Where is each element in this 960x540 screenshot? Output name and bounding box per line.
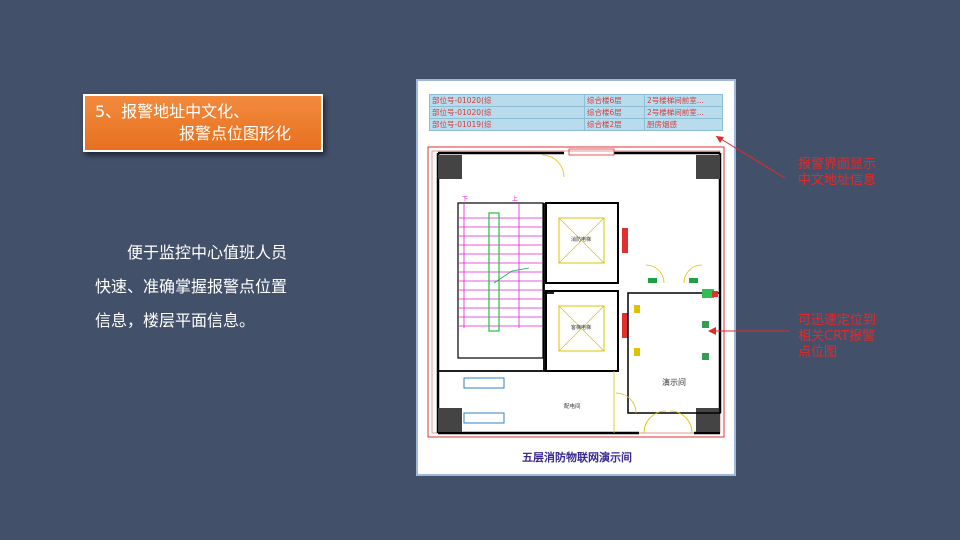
floor-plan-panel: 部位号-01020(综 综合楼6层 2号楼梯间前室... 部位号-01020(综…	[416, 79, 736, 476]
stair-treads	[458, 203, 542, 328]
device-icon	[634, 305, 640, 313]
column	[438, 155, 462, 179]
device-icon	[648, 278, 657, 283]
arrow-head-bottom	[708, 327, 716, 335]
stair-area	[457, 202, 544, 359]
demo-room	[627, 292, 721, 414]
stair-up-label: 上	[512, 195, 518, 203]
alarm-floor-cell: 综合楼2层	[584, 118, 645, 131]
door-swing	[541, 154, 565, 178]
demo-room-door	[645, 264, 703, 284]
top-door	[568, 148, 615, 156]
device-icon	[634, 348, 640, 356]
description-line2: 快速、准确掌握报警点位置	[95, 277, 288, 296]
cabinet	[463, 377, 505, 389]
elevator-upper-label: 消防电梯	[571, 236, 591, 243]
annotation-top: 报警界面显示 中文地址信息	[798, 157, 918, 189]
distribution-door	[613, 371, 637, 433]
elevator-shaft-lower	[545, 290, 619, 372]
annotation-bottom-line3: 点位图	[798, 345, 838, 360]
elevator-car-lower	[558, 305, 605, 352]
stair-down-label: 下	[462, 196, 468, 203]
description-line3: 信息，楼层平面信息。	[95, 311, 256, 330]
arrow-head-top	[716, 136, 724, 143]
alarm-table: 部位号-01020(综 综合楼6层 2号楼梯间前室... 部位号-01020(综…	[429, 94, 723, 131]
alarm-point-icon[interactable]	[712, 291, 718, 297]
arrow-line-top	[715, 135, 786, 179]
elevator-shaft-upper	[545, 202, 619, 284]
table-row[interactable]: 部位号-01019(综 综合楼2层 厨房烟感	[429, 118, 723, 131]
distribution-room-label: 配电间	[564, 402, 581, 410]
section-title-box: 5、报警地址中文化、 报警点位图形化	[83, 94, 323, 152]
alarm-id-cell: 部位号-01019(综	[429, 118, 585, 131]
alarm-device-icon[interactable]	[702, 289, 714, 298]
table-row[interactable]: 部位号-01020(综 综合楼6层 2号楼梯间前室...	[429, 106, 723, 119]
elevator-lower-label: 客梯电梯	[571, 324, 591, 331]
annotation-top-line2: 中文地址信息	[798, 173, 877, 188]
device-icon	[702, 353, 709, 360]
column	[696, 155, 720, 179]
floor-plan-caption: 五层消防物联网演示间	[522, 450, 632, 464]
elevator-car-upper	[558, 217, 605, 264]
device-icon	[689, 278, 698, 283]
stair-arrow	[493, 267, 530, 284]
stair-handrail	[488, 212, 500, 332]
annotation-bottom-line2: 相关CRT报警	[798, 329, 876, 344]
section-title-line2: 报警点位图形化	[179, 124, 292, 143]
elevator-door-lower	[622, 313, 628, 338]
demo-room-label: 演示间	[662, 377, 686, 387]
description-text: 便于监控中心值班人员 快速、准确掌握报警点位置 信息，楼层平面信息。	[95, 236, 335, 338]
column	[438, 408, 462, 432]
description-line1: 便于监控中心值班人员	[127, 243, 288, 262]
floor-plan-drawing: 下 上 消防电梯 客梯电梯 演示间 配电间	[427, 146, 725, 464]
annotation-top-line1: 报警界面显示	[798, 157, 877, 172]
cabinet	[463, 412, 505, 424]
device-icon	[702, 321, 709, 328]
elevator-door-upper	[622, 228, 628, 253]
alarm-location-cell: 厨房烟感	[644, 118, 723, 131]
table-row[interactable]: 部位号-01020(综 综合楼6层 2号楼梯间前室...	[429, 94, 723, 107]
section-title-line1: 5、报警地址中文化、	[95, 102, 250, 121]
outer-wall	[436, 151, 722, 435]
bottom-door	[643, 410, 693, 434]
annotation-bottom-line1: 可迅速定位到	[798, 313, 877, 328]
column	[696, 408, 720, 432]
annotation-bottom: 可迅速定位到 相关CRT报警 点位图	[798, 313, 918, 361]
